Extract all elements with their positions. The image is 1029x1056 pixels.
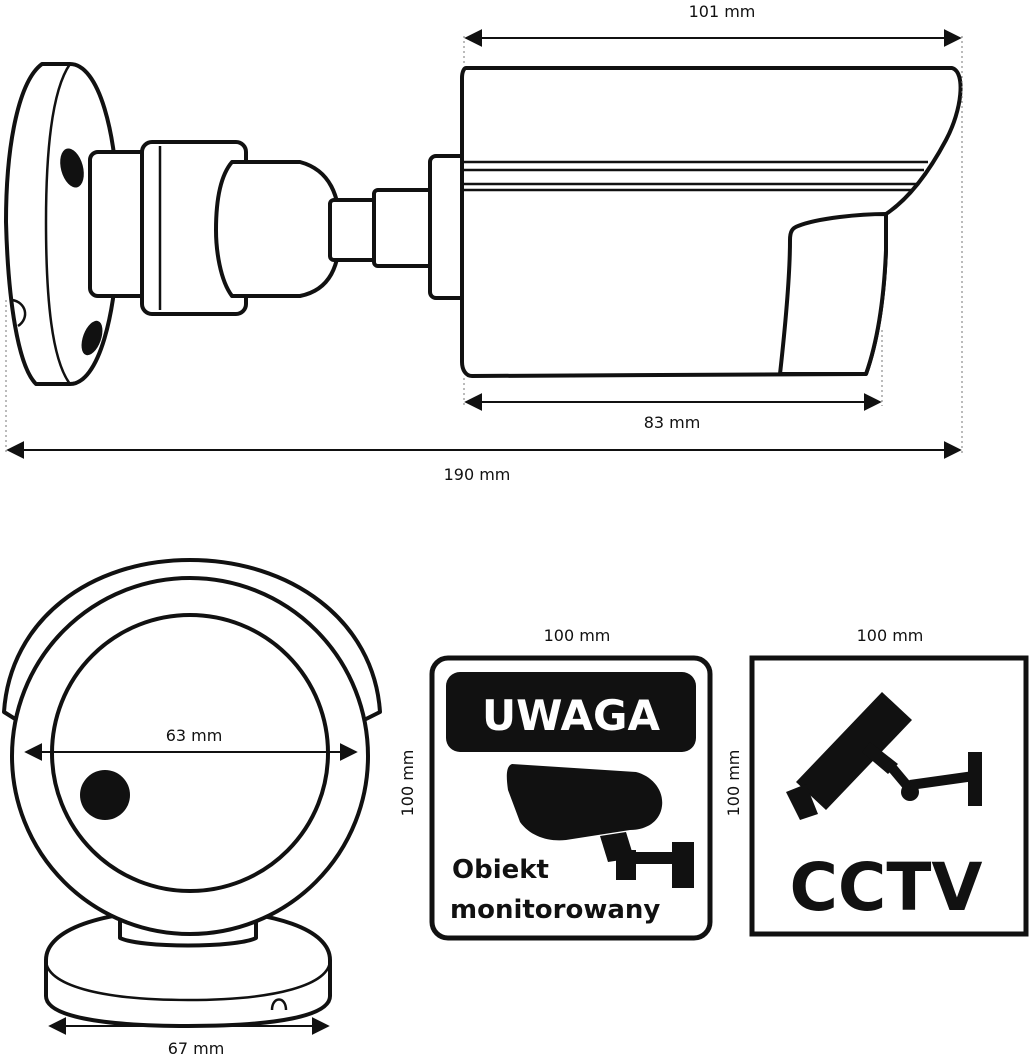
ir-sensor-dot bbox=[80, 770, 130, 820]
sticker-cctv-height: 100 mm bbox=[724, 750, 743, 817]
uwaga-line1: Obiekt bbox=[452, 855, 549, 885]
sticker-uwaga-width: 100 mm bbox=[544, 626, 611, 645]
camera-front-view: 63 mm 67 mm bbox=[2, 558, 382, 1056]
dim-label-67mm: 67 mm bbox=[168, 1039, 225, 1056]
sticker-cctv: 100 mm 100 mm CCTV bbox=[724, 626, 1029, 937]
cctv-text: CCTV bbox=[790, 849, 983, 926]
sticker-uwaga: 100 mm 100 mm UWAGA Obiekt monitorowany bbox=[398, 626, 713, 941]
dim-label-190mm: 190 mm bbox=[444, 465, 511, 484]
uwaga-header-box bbox=[446, 672, 696, 752]
dim-label-101mm: 101 mm bbox=[689, 2, 756, 21]
camera-side-view: 101 mm 83 mm 190 mm bbox=[4, 2, 963, 484]
dim-label-63mm: 63 mm bbox=[166, 726, 223, 745]
sticker-uwaga-height: 100 mm bbox=[398, 750, 417, 817]
dim-label-83mm: 83 mm bbox=[644, 413, 701, 432]
wall-mount-plate bbox=[4, 62, 120, 386]
uwaga-header-text: UWAGA bbox=[482, 691, 661, 740]
mount-neck bbox=[88, 140, 472, 316]
sticker-cctv-width: 100 mm bbox=[857, 626, 924, 645]
camera-silhouette-icon bbox=[506, 764, 694, 888]
camera-body bbox=[460, 66, 963, 378]
cctv-camera-icon bbox=[786, 692, 982, 820]
uwaga-line2: monitorowany bbox=[450, 895, 660, 925]
